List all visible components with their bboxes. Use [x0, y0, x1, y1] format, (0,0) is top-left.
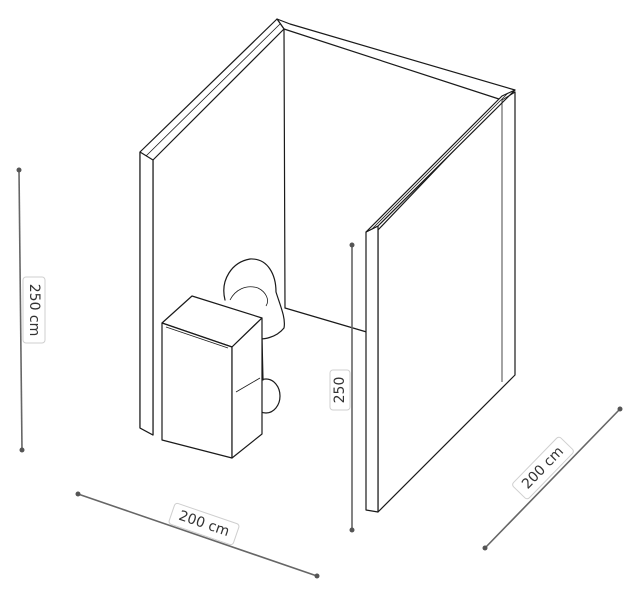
booth	[139, 18, 516, 513]
dimension-height-inner: 250	[329, 242, 355, 533]
dimension-height-total: 250 cm	[16, 167, 46, 453]
dim-height-label: 250 cm	[26, 284, 42, 337]
right-wall-edge	[365, 225, 379, 513]
right-wall-top-inner	[371, 92, 509, 230]
left-wall-edge	[139, 151, 154, 436]
dim-height-top-dot	[16, 167, 22, 173]
counter-front-inner	[165, 326, 229, 349]
counter	[161, 295, 263, 459]
chair-seat-inner	[229, 286, 268, 307]
counter-front	[161, 322, 233, 459]
left-wall-top-inner	[145, 23, 281, 157]
counter-side	[231, 317, 263, 459]
dim-height-bottom-dot	[19, 447, 25, 453]
back-floor-line	[284, 307, 371, 334]
dim-depth-label-box	[512, 436, 574, 500]
dim-inner-bottom-dot	[349, 527, 355, 533]
chair-seat-back	[223, 258, 285, 340]
dim-width-left-dot	[75, 491, 81, 497]
right-wall-top-corner	[501, 91, 516, 101]
dim-width-right-dot	[314, 573, 320, 579]
back-corner-line	[283, 28, 286, 309]
dim-width-label-box	[168, 502, 240, 546]
back-wall-top-edge	[276, 18, 516, 101]
counter-side-seam	[235, 377, 261, 393]
dim-height-label-box	[22, 276, 46, 344]
dim-depth-line	[484, 408, 621, 549]
dimension-width-front: 200 cm	[75, 491, 320, 579]
dim-inner-label-box	[329, 369, 351, 411]
dim-depth-top-dot	[617, 406, 623, 412]
dim-depth-label: 200 cm	[519, 444, 567, 493]
dim-depth-bottom-dot	[482, 545, 488, 551]
dim-height-line	[18, 169, 23, 451]
dim-inner-label: 250	[332, 377, 348, 404]
dimension-depth-side: 200 cm	[482, 406, 623, 551]
dim-inner-top-dot	[349, 242, 355, 248]
dim-width-line	[77, 493, 318, 577]
